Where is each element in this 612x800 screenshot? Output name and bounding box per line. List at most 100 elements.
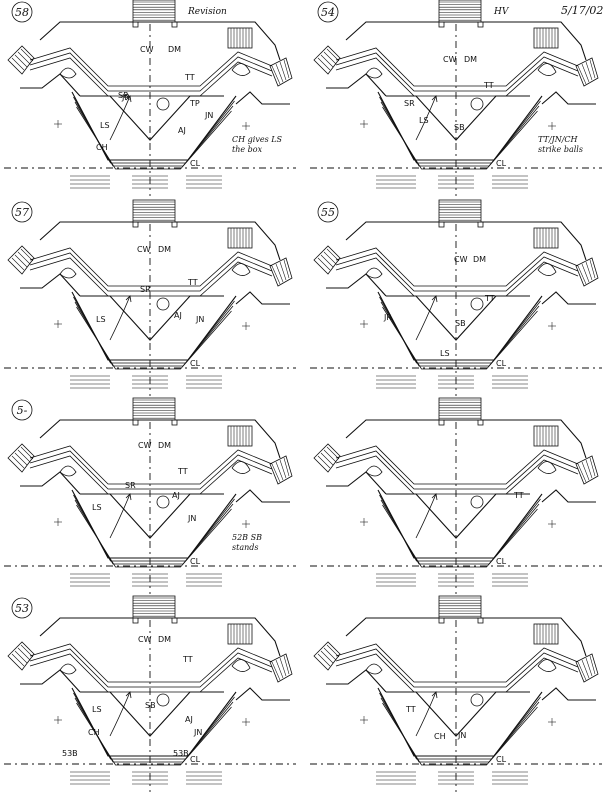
character-label: AJ bbox=[178, 126, 186, 135]
character-label: 53B bbox=[62, 749, 78, 758]
left-arch bbox=[365, 67, 383, 79]
scene-number-circle bbox=[11, 597, 33, 619]
v-shaped-stage bbox=[377, 91, 543, 170]
platform-walkways bbox=[29, 247, 273, 297]
upstage-stairs bbox=[132, 595, 178, 624]
movement-arrows bbox=[109, 691, 132, 737]
right-ledge bbox=[541, 489, 596, 503]
character-label: SR bbox=[404, 99, 415, 108]
crosshair-marker bbox=[548, 122, 556, 130]
character-label: TT bbox=[513, 491, 524, 500]
crosshair-marker bbox=[360, 518, 368, 526]
right-arch bbox=[231, 461, 251, 474]
left-arch bbox=[59, 67, 77, 79]
character-label: CH bbox=[434, 732, 446, 741]
scene-number: 58 bbox=[15, 6, 29, 19]
left-stairs bbox=[313, 641, 341, 671]
back-wall bbox=[345, 21, 587, 61]
movement-arrows bbox=[109, 493, 132, 539]
character-label: DM bbox=[158, 441, 171, 450]
date-label: 5/17/02 bbox=[561, 4, 604, 17]
left-stairs bbox=[7, 245, 35, 275]
right-ledge bbox=[235, 91, 290, 105]
left-stairs bbox=[7, 45, 35, 75]
crosshair-marker bbox=[54, 320, 62, 328]
left-arch bbox=[59, 663, 77, 675]
left-ledge bbox=[20, 471, 81, 495]
scene-number-circle bbox=[11, 1, 33, 23]
back-wall bbox=[39, 419, 281, 459]
back-wall bbox=[345, 419, 587, 459]
right-arch bbox=[231, 263, 251, 276]
prop-box bbox=[470, 495, 484, 509]
back-wall bbox=[345, 221, 587, 261]
prop-box bbox=[156, 297, 170, 311]
character-label: JN bbox=[187, 514, 196, 523]
character-label: JR bbox=[121, 93, 130, 102]
platform-walkways bbox=[335, 445, 579, 495]
prop-box bbox=[470, 297, 484, 311]
upstage-stairs bbox=[132, 0, 178, 28]
right-stairs bbox=[533, 27, 559, 49]
character-label: LS bbox=[96, 315, 106, 324]
character-label: LS bbox=[92, 705, 102, 714]
prop-box bbox=[470, 693, 484, 707]
character-label: TT bbox=[177, 467, 188, 476]
character-label: CW bbox=[138, 635, 152, 644]
character-label: TT bbox=[483, 81, 494, 90]
right-stairs bbox=[227, 27, 253, 49]
crosshair-marker bbox=[360, 716, 368, 724]
title-block bbox=[70, 375, 222, 389]
character-label: LS bbox=[419, 116, 429, 125]
prop-box bbox=[156, 693, 170, 707]
back-wall bbox=[345, 617, 587, 657]
character-label: CW bbox=[454, 255, 468, 264]
right-arch bbox=[231, 659, 251, 672]
centerline-label: CL bbox=[496, 755, 507, 764]
title-block bbox=[70, 175, 222, 189]
right-outer-stairs bbox=[269, 57, 293, 87]
character-label: TT bbox=[182, 655, 193, 664]
movement-arrows bbox=[415, 493, 438, 539]
right-ledge bbox=[541, 91, 596, 105]
character-label: JN bbox=[193, 728, 202, 737]
left-ledge bbox=[20, 669, 81, 693]
left-stairs bbox=[7, 443, 35, 473]
scene-number-circle bbox=[11, 399, 33, 421]
left-arch bbox=[365, 663, 383, 675]
right-outer-stairs bbox=[575, 653, 599, 683]
character-label: JN bbox=[457, 731, 466, 740]
crosshair-marker bbox=[54, 518, 62, 526]
character-label: SB bbox=[454, 123, 465, 132]
upstage-stairs bbox=[438, 0, 484, 28]
scene-number-circle bbox=[11, 201, 33, 223]
prop-box bbox=[470, 97, 484, 111]
prop-box bbox=[156, 495, 170, 509]
movement-arrows bbox=[415, 295, 438, 341]
upstage-stairs bbox=[132, 199, 178, 228]
right-ledge bbox=[235, 489, 290, 503]
right-stairs bbox=[227, 425, 253, 447]
crosshair-marker bbox=[360, 120, 368, 128]
character-label: LS bbox=[440, 349, 450, 358]
left-arch bbox=[59, 465, 77, 477]
character-label: LS bbox=[92, 503, 102, 512]
character-label: DM bbox=[158, 635, 171, 644]
left-ledge bbox=[326, 73, 387, 97]
movement-arrows bbox=[109, 95, 132, 141]
v-shaped-stage bbox=[71, 687, 237, 766]
right-outer-stairs bbox=[269, 257, 293, 287]
right-stairs bbox=[533, 425, 559, 447]
v-shaped-stage bbox=[377, 291, 543, 370]
